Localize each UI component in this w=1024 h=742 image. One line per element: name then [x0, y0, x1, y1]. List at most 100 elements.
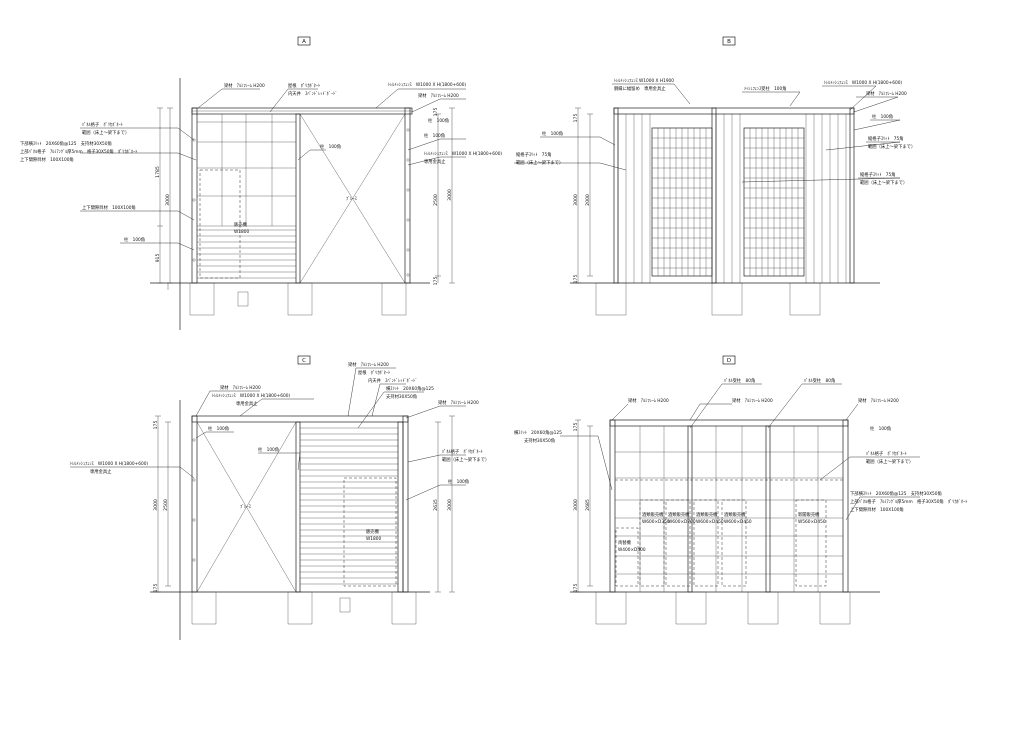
panel-c: C 175: [70, 355, 489, 640]
panel-a-label-column-top: 柱 100角: [428, 117, 449, 124]
panel-d-title-box: [722, 355, 736, 365]
panel-b-title-box: [722, 36, 736, 46]
panel-b-label-fixing: 胴縁に幅留め 専用金具止: [614, 85, 666, 92]
panel-a-label-beam: 梁材 ｱﾙﾐﾌﾚｰﾑ H200: [224, 82, 265, 89]
panel-b-label-mesh-fence: ﾄﾚﾙﾒｯｼｭﾌｪﾝｽ W1000 X H1900: [614, 78, 674, 84]
panel-b-label-column-left: 柱 100角: [542, 130, 563, 137]
panel-d-dim-3000: 3000: [573, 499, 579, 511]
panel-c-dim-175-top: 175: [153, 421, 159, 430]
panel-c-label-beam-left: 梁材 ｱﾙﾐﾌﾚｰﾑ H200: [220, 384, 261, 391]
panel-d-label-machine-4: 酒類販売機: [724, 511, 746, 518]
panel-a-dim-3000-right: 3000: [447, 189, 453, 201]
panel-c-label-vending-size: W1800: [366, 536, 381, 542]
panel-a-dim-915: 915: [155, 254, 161, 263]
panel-d-label-panel-post-2: ﾊﾟﾈﾙ受柱 80角: [804, 377, 835, 384]
panel-d: D: [514, 355, 967, 625]
panel-b: B: [514, 36, 915, 316]
panel-d-label-machine-3: 酒類販売機: [696, 511, 718, 518]
panel-a-dim-175-bottom: 175: [433, 277, 439, 286]
panel-c-label-mesh-fence: ﾄﾚﾙﾒｯｼｭﾌｪﾝｽ W1000 X H(1800+600): [70, 461, 148, 467]
panel-a-label-beam-right: 梁材 ｱﾙﾐﾌﾚｰﾑ H200: [418, 92, 459, 99]
panel-d-dim-2685: 2685: [585, 499, 591, 511]
panel-d-label-changer: 両替機: [618, 539, 632, 546]
panel-c-label-column-left: 柱 100角: [208, 425, 229, 432]
panel-a-label-mesh-fence-top: ﾄﾚﾙﾒｯｼｭﾌｪﾝｽ W1000 X H(1800+600): [388, 82, 466, 88]
panel-a-label-vending-size: W1800: [234, 229, 249, 235]
panel-d-label-changer-size: W400×D400: [618, 547, 646, 553]
panel-b-label-mesh-fence-2: ﾄﾚﾙﾒｯｼｭﾌｪﾝｽ W1000 X H(1800+600): [824, 80, 902, 86]
panel-a-label-column-left: 柱 100角: [124, 236, 145, 243]
panel-d-label-column: 柱 100角: [870, 425, 891, 432]
panel-c-dim-2635: 2635: [433, 499, 439, 511]
panel-a-label-panel-lattice: ﾊﾟﾈﾙ格子 ﾎﾟﾘｶﾎﾞﾈｰﾄ: [82, 121, 123, 128]
panel-c-label-mesh-fence-top: ﾄﾚﾙﾒｯｼｭﾌｪﾝｽ W1000 X H(1800+600): [212, 393, 290, 399]
panel-d-label-beam-right: 梁材 ｱﾙﾐﾌﾚｰﾑ H200: [858, 397, 899, 404]
panel-a-label-ceiling: 内天井 ｽﾊﾟﾝﾄﾞﾚｯﾄﾞﾎﾞｰﾄﾞ: [288, 90, 337, 97]
panel-b-dim-3000: 3000: [573, 194, 579, 206]
panel-d-label-upper-lattice: 上部ﾊﾟﾈﾙ格子 ｱﾙﾐｱﾝｸﾞﾙ厚5mm 格子30X50角 ﾎﾟﾘｶﾎﾞﾈｰﾄ: [850, 498, 967, 505]
panel-d-label-joint: 上下間隙目材 100X100角: [850, 506, 904, 513]
panel-a-label-roof: 屋根 ﾎﾟﾘｶﾎﾞﾈｰﾄ: [288, 82, 320, 89]
panel-b-label-vertical-slit-left: 縦格子ｽﾘｯﾄ 75角: [516, 151, 552, 158]
panel-a-label-joint-2: 上下間隙目材 100X100角: [82, 204, 136, 211]
panel-b-label-range-left: 範囲（床上～梁下まで）: [516, 159, 563, 166]
panel-b-label-vertical-slit-right: 縦格子ｽﾘｯﾄ 75角: [868, 135, 904, 142]
panel-c-label-brace: ﾌﾞﾚｰｽ: [240, 503, 251, 510]
panel-c-label-fixing: 専用金具止: [90, 468, 112, 475]
panel-d-dim-175-bottom: 175: [573, 584, 579, 593]
panel-a-label-joint: 上下間隙目材 100X100角: [20, 156, 74, 163]
panel-b-label-column-right: 柱 100角: [872, 113, 893, 120]
panel-d-label-machine-2-size: W600×D700: [668, 519, 696, 525]
panel-d-label-machine-1-size: W600×D350: [642, 519, 670, 525]
panel-a-label-column-right: 柱 100角: [424, 132, 445, 139]
panel-c-label-support: 支持材30X50角: [386, 393, 417, 400]
panel-c-dim-2500: 2500: [163, 499, 169, 511]
panel-b-dim-2000: 2000: [585, 194, 591, 206]
panel-c-label-fixing-top: 専用金具止: [236, 400, 258, 407]
panel-c-dim-3000-left: 3000: [153, 499, 159, 511]
panel-c-label-vending: 販売機: [366, 528, 380, 535]
panel-d-label-lower-slat: 下部横ｽﾘｯﾄ 20X60角@125 支持材30X50角: [850, 490, 942, 497]
panel-c-label-beam-right: 梁材 ｱﾙﾐﾌﾚｰﾑ H200: [438, 399, 479, 406]
panel-a-label-range: 範囲（床上～梁下まで）: [82, 129, 129, 136]
panel-c-label-roof: 屋根 ﾎﾟﾘｶﾎﾞﾈｰﾄ: [358, 369, 390, 376]
panel-a-label-vending: 販売機: [234, 221, 248, 228]
panel-d-label-panel-lattice: ﾊﾟﾈﾙ格子 ﾎﾟﾘｶﾎﾞﾈｰﾄ: [866, 450, 907, 457]
panel-b-dim-175-bottom: 175: [573, 275, 579, 284]
panel-a-title: A: [302, 39, 306, 45]
panel-c-label-slit: 横ｽﾘｯﾄ 20X60角@125: [386, 385, 434, 392]
panel-d-label-support: 支持材30X50角: [524, 437, 555, 444]
panel-c-label-panel-lattice: ﾊﾟﾈﾙ格子 ﾎﾟﾘｶﾎﾞﾈｰﾄ: [442, 448, 483, 455]
panel-c-label-column-right: 柱 100角: [448, 478, 469, 485]
panel-d-label-machine-2: 酒類販売機: [668, 511, 690, 518]
panel-d-label-machine-3-size: W600×D450: [696, 519, 724, 525]
panel-a-dim-3000-left: 3000: [165, 194, 171, 206]
panel-d-label-beam-center: 梁材 ｱﾙﾐﾌﾚｰﾑ H200: [732, 397, 773, 404]
panel-a-label-fixing: 専用金具止: [424, 158, 446, 165]
panel-d-label-slit: 横ｽﾘｯﾄ 20X60角@125: [514, 429, 562, 436]
panel-a-label-column-center: 柱 100角: [320, 143, 341, 150]
panel-d-label-machine-4-size: W600×D450: [724, 519, 752, 525]
panel-b-label-range-mid: 範囲（床上～梁下まで）: [860, 179, 907, 186]
panel-c-label-beam-top: 梁材 ｱﾙﾐﾌﾚｰﾑ H200: [348, 361, 389, 368]
panel-c-label-column-center: 柱 100角: [258, 446, 279, 453]
panel-c-label-range: 範囲（床上～梁下まで）: [442, 456, 489, 463]
panel-a-label-upper-lattice: 上部ﾊﾟﾈﾙ格子 ｱﾙﾐｱﾝｸﾞﾙ厚5mm 格子30X50角 ﾎﾟﾘｶﾎﾞﾈｰﾄ: [20, 148, 137, 155]
panel-c-title: C: [302, 358, 306, 364]
panel-c-label-ceiling: 内天井 ｽﾊﾟﾝﾄﾞﾚｯﾄﾞﾎﾞｰﾄﾞ: [368, 377, 417, 384]
panel-d-title: D: [727, 358, 731, 364]
panel-b-dim-175-top: 175: [573, 114, 579, 123]
panel-b-label-fence-post: ﾒｯｼｭﾌｪﾝｽ受柱 100角: [744, 85, 787, 92]
panel-d-label-beam-left: 梁材 ｱﾙﾐﾌﾚｰﾑ H200: [628, 397, 669, 404]
panel-b-title: B: [727, 39, 731, 45]
panel-d-dim-175-top: 175: [573, 423, 579, 432]
panel-d-label-newspaper: 新聞販売機: [798, 511, 820, 518]
panel-d-label-newspaper-size: W560×D450: [798, 519, 826, 525]
panel-c-dim-3000-right: 3000: [447, 499, 453, 511]
panel-a-dim-175-top: 175: [433, 108, 439, 117]
panel-d-label-machine-1: 酒類販売機: [642, 511, 664, 518]
panel-a-label-mesh-fence: ﾄﾚﾙﾒｯｼｭﾌｪﾝｽ W1000 X H(1800+600): [424, 151, 502, 157]
panel-c-title-box: [297, 355, 311, 365]
panel-a-title-box: [297, 36, 311, 46]
